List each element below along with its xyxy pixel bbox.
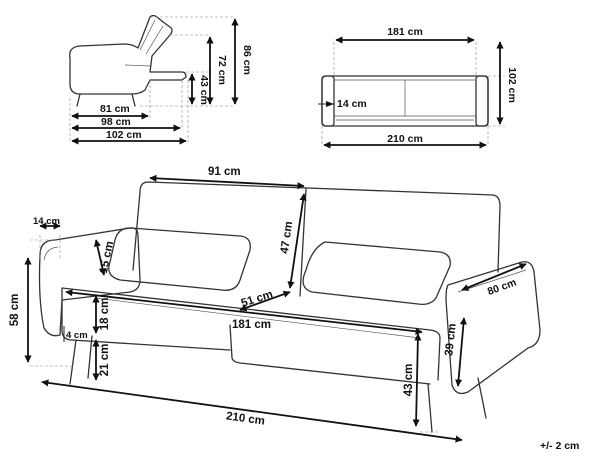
side-width-98-label: 98 cm <box>101 116 131 128</box>
main-view: 91 cm 14 cm 15 cm 47 cm 51 cm 181 cm 58 … <box>9 166 579 452</box>
top-armrest-left <box>321 75 335 127</box>
top-armrest-14-label: 14 cm <box>337 98 367 110</box>
side-leg-back <box>131 93 136 107</box>
leg-4-label: 4 cm <box>66 330 88 341</box>
side-view-outline <box>69 14 187 95</box>
top-view: 181 cm 210 cm 102 cm 14 cm <box>318 26 518 149</box>
back-47-label: 47 cm <box>279 221 295 255</box>
sofa-backrest <box>132 181 501 273</box>
top-width-210-label: 210 cm <box>387 133 423 145</box>
pillow-15-label: 15 cm <box>98 240 117 274</box>
arm-80-label: 80 cm <box>486 276 518 297</box>
sofa-armrest-right <box>445 261 541 395</box>
seat-18-label: 18 cm <box>99 298 111 331</box>
arm-39-label: 39 cm <box>443 323 458 357</box>
top-armrest-right <box>475 75 489 127</box>
leg-right-front <box>427 383 433 433</box>
back-91-label: 91 cm <box>208 166 241 178</box>
pillow-right <box>302 241 451 306</box>
leg-right-back <box>477 377 487 419</box>
side-width-102-label: 102 cm <box>106 129 142 141</box>
side-leg-front <box>76 93 81 107</box>
side-height-43-label: 43 cm <box>198 75 210 105</box>
seat-181-label: 181 cm <box>232 319 271 331</box>
leg-left-front <box>69 339 77 385</box>
sofa-seat <box>61 287 441 381</box>
height-58-label: 58 cm <box>9 294 21 327</box>
total-210-label: 210 cm <box>225 410 265 427</box>
side-height-86-label: 86 cm <box>241 45 253 75</box>
sofa-armrest-left <box>38 227 141 337</box>
pillow-left <box>108 227 251 291</box>
seat-43-label: 43 cm <box>403 364 415 397</box>
leg-21-label: 21 cm <box>99 344 111 377</box>
side-view: 86 cm 72 cm 43 cm 81 cm 98 cm 102 cm <box>69 14 253 145</box>
side-height-72-label: 72 cm <box>216 55 228 85</box>
armrest-14-label: 14 cm <box>33 216 60 227</box>
seat-51-label: 51 cm <box>240 288 275 309</box>
top-width-181-label: 181 cm <box>387 26 423 38</box>
top-depth-102-label: 102 cm <box>506 67 518 103</box>
tolerance-label: +/- 2 cm <box>540 440 579 452</box>
leg-left-back <box>87 335 93 379</box>
side-width-81-label: 81 cm <box>100 103 130 115</box>
